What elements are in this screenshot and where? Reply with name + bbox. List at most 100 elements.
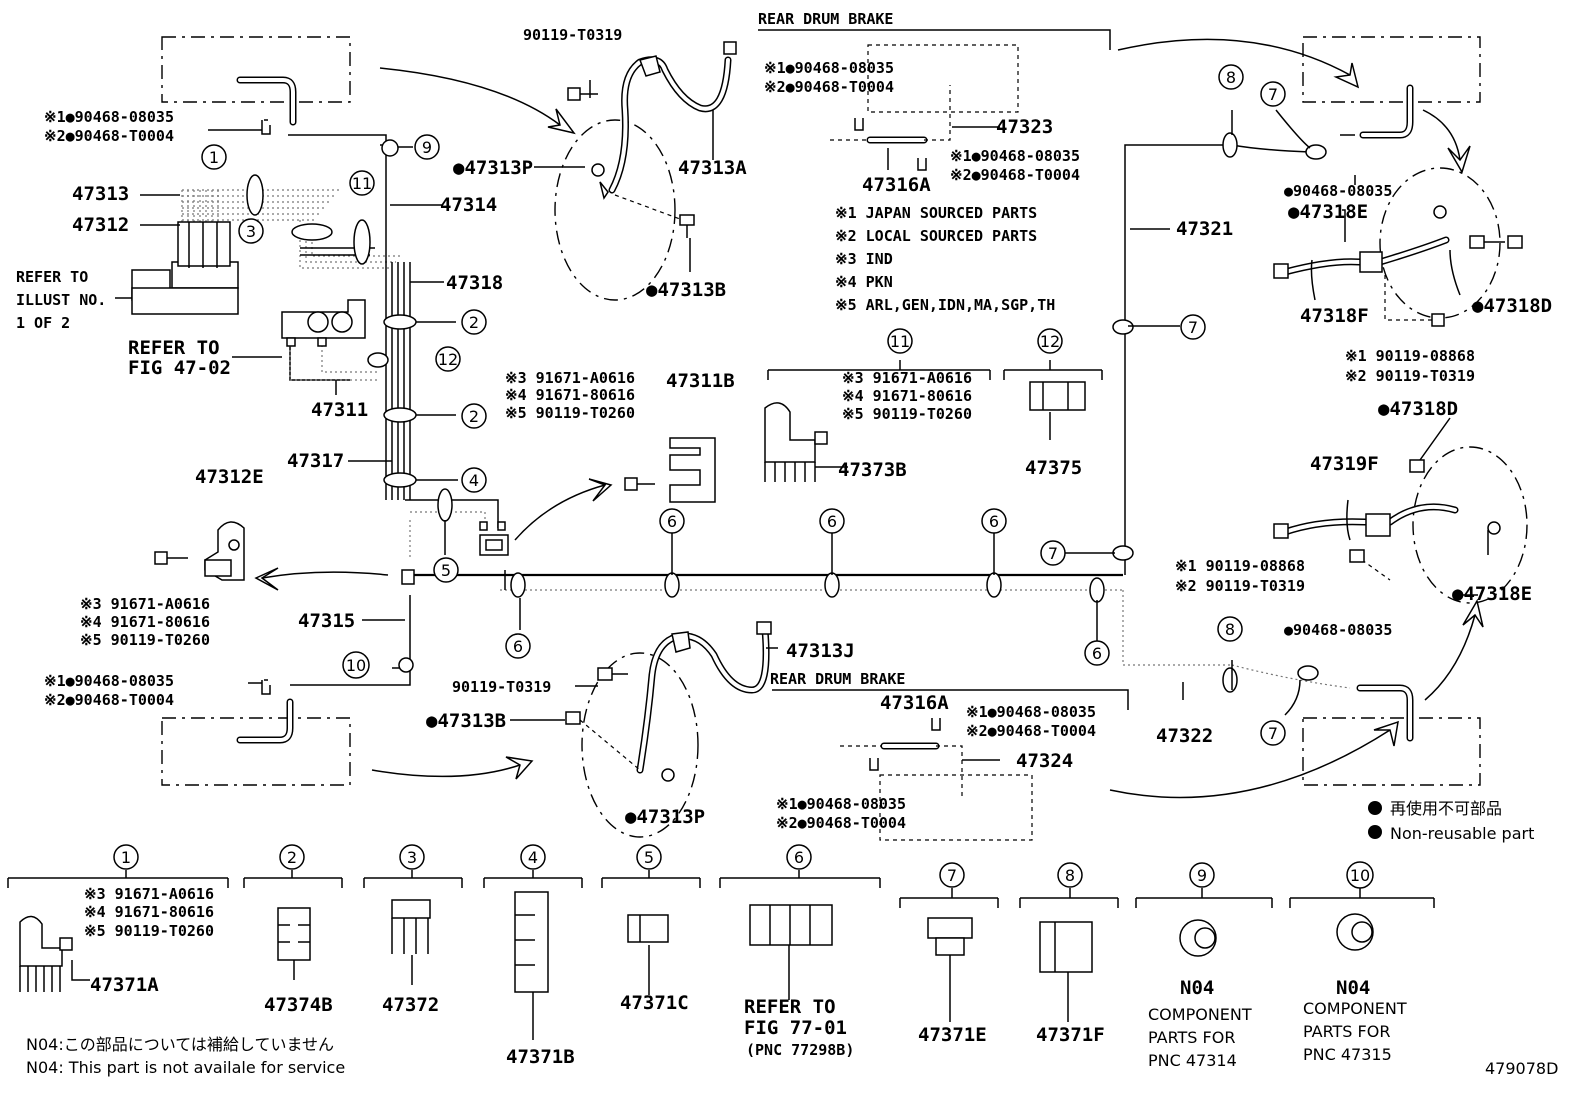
label-47311: 47311 xyxy=(311,399,368,421)
flex-hose-top xyxy=(567,41,737,238)
gasket-left-bot-2: ※2●90468-T0004 xyxy=(44,691,174,709)
gasket-center-top-a-2: ※2●90468-T0004 xyxy=(764,78,894,96)
phantom-circle-top-hose xyxy=(554,119,676,301)
small-fittings xyxy=(261,119,509,695)
refer-fig-77-01-line3: (PNC 77298B) xyxy=(746,1041,854,1059)
bolt-right-bot-2: ※2 90119-T0319 xyxy=(1175,577,1305,595)
svg-text:3: 3 xyxy=(246,222,256,241)
tube-stubs xyxy=(236,76,1414,744)
phantom-box-bottom-right xyxy=(1302,717,1481,786)
svg-text:12: 12 xyxy=(438,350,458,369)
legend-callout-4: 4 xyxy=(520,844,546,870)
header-11: 11 xyxy=(887,328,913,354)
tube-bundle-left xyxy=(181,134,1355,689)
svg-text:1: 1 xyxy=(209,148,219,167)
label-47314: 47314 xyxy=(440,194,497,216)
svg-text:10: 10 xyxy=(1350,866,1370,885)
svg-text:2: 2 xyxy=(469,407,479,426)
n04-10-line2: COMPONENT xyxy=(1303,999,1407,1018)
label-47315: 47315 xyxy=(298,610,355,632)
svg-text:11: 11 xyxy=(890,332,910,351)
callout-5: 5 xyxy=(433,557,459,583)
leader-lines xyxy=(71,80,1489,1040)
part-labels: 47313 47312 47314 47318 47311 47317 4731… xyxy=(16,10,1558,1078)
bracket-47312E xyxy=(154,521,245,581)
label-47316A-top: 47316A xyxy=(862,174,931,196)
legend-callout-7: 7 xyxy=(939,862,965,888)
label-47317: 47317 xyxy=(287,450,344,472)
note-3: ※3 IND xyxy=(835,250,893,268)
phantom-box-drum-bottom xyxy=(879,774,1033,841)
gasket-left-top-2: ※2●90468-T0004 xyxy=(44,127,174,145)
callout-6a: 6 xyxy=(505,633,531,659)
legend-callout-2: 2 xyxy=(279,844,305,870)
svg-text:7: 7 xyxy=(1048,544,1058,563)
gasket-center-bot-b-1: ※1●90468-08035 xyxy=(776,795,906,813)
label-47318E-bot: ●47318E xyxy=(1452,583,1532,605)
refer-illust-line2: ILLUST NO. xyxy=(16,291,106,309)
bolt-47371A-2: ※4 91671-80616 xyxy=(84,903,214,921)
label-47319F: 47319F xyxy=(1310,453,1379,475)
footnote-en: N04: This part is not availale for servi… xyxy=(26,1058,345,1077)
nonreusable-dot-1 xyxy=(1368,801,1382,815)
svg-text:6: 6 xyxy=(794,848,804,867)
bracket-47311B xyxy=(624,437,716,503)
label-47375: 47375 xyxy=(1025,457,1082,479)
callout-8b: 8 xyxy=(1217,616,1243,642)
label-47318D-top: ●47318D xyxy=(1472,295,1552,317)
bolt-47373B-3: ※5 90119-T0260 xyxy=(842,405,972,423)
bolt-47312E-2: ※4 91671-80616 xyxy=(80,613,210,631)
refer-illust-line1: REFER TO xyxy=(16,268,88,286)
bolt-47373B-1: ※3 91671-A0616 xyxy=(842,369,972,387)
label-90468-08035-right-top: ●90468-08035 xyxy=(1284,182,1392,200)
svg-text:8: 8 xyxy=(1225,620,1235,639)
label-47318: 47318 xyxy=(446,272,503,294)
callout-7d: 7 xyxy=(1260,720,1286,746)
label-47311B: 47311B xyxy=(666,370,735,392)
gasket-center-bot-a-1: ※1●90468-08035 xyxy=(966,703,1096,721)
flex-hose-right-top xyxy=(1273,205,1523,327)
svg-text:8: 8 xyxy=(1065,866,1075,885)
label-47313B-top: ●47313B xyxy=(646,279,726,301)
label-47374B: 47374B xyxy=(264,994,333,1016)
bolt-47311B-1: ※3 91671-A0616 xyxy=(505,369,635,387)
svg-text:7: 7 xyxy=(1188,318,1198,337)
bolt-47312E-3: ※5 90119-T0260 xyxy=(80,631,210,649)
callout-7c: 7 xyxy=(1040,540,1066,566)
phantom-outlines xyxy=(161,36,1528,841)
label-47372: 47372 xyxy=(382,994,439,1016)
label-90119-T0319-top: 90119-T0319 xyxy=(523,26,622,44)
gasket-center-top-b-1: ※1●90468-08035 xyxy=(950,147,1080,165)
phantom-box-bottom-left xyxy=(161,717,351,786)
n04-10-line4: PNC 47315 xyxy=(1303,1045,1392,1064)
legend-callout-9: 9 xyxy=(1189,862,1215,888)
bolt-right-bot-1: ※1 90119-08868 xyxy=(1175,557,1305,575)
svg-text:6: 6 xyxy=(667,512,677,531)
phantom-box-drum-top xyxy=(867,44,1019,113)
flow-arrows xyxy=(254,38,1484,799)
note-4: ※4 PKN xyxy=(835,273,893,291)
n04-9-line3: PARTS FOR xyxy=(1148,1028,1235,1047)
label-47324: 47324 xyxy=(1016,750,1073,772)
rear-drum-brake-top: REAR DRUM BRAKE xyxy=(758,10,893,28)
n04-9-code: N04 xyxy=(1180,977,1214,999)
svg-text:12: 12 xyxy=(1040,332,1060,351)
n04-9-line4: PNC 47314 xyxy=(1148,1051,1237,1070)
drum-tube-top xyxy=(830,85,951,171)
nonreusable-jp: 再使用不可部品 xyxy=(1390,799,1502,818)
gasket-left-bot-1: ※1●90468-08035 xyxy=(44,672,174,690)
junction-block xyxy=(281,299,366,347)
flex-hose-right-bottom xyxy=(1273,459,1501,581)
header-12: 12 xyxy=(1037,328,1063,354)
refer-illust-line3: 1 OF 2 xyxy=(16,314,70,332)
label-47323: 47323 xyxy=(996,116,1053,138)
svg-text:9: 9 xyxy=(422,138,432,157)
svg-text:2: 2 xyxy=(287,848,297,867)
bolt-47312E-1: ※3 91671-A0616 xyxy=(80,595,210,613)
svg-text:6: 6 xyxy=(989,512,999,531)
callout-9: 9 xyxy=(414,134,440,160)
label-47312: 47312 xyxy=(72,214,129,236)
footnote-jp: N04:この部品については補給していません xyxy=(26,1035,334,1054)
gasket-center-bot-b-2: ※2●90468-T0004 xyxy=(776,814,906,832)
label-47318F: 47318F xyxy=(1300,305,1369,327)
